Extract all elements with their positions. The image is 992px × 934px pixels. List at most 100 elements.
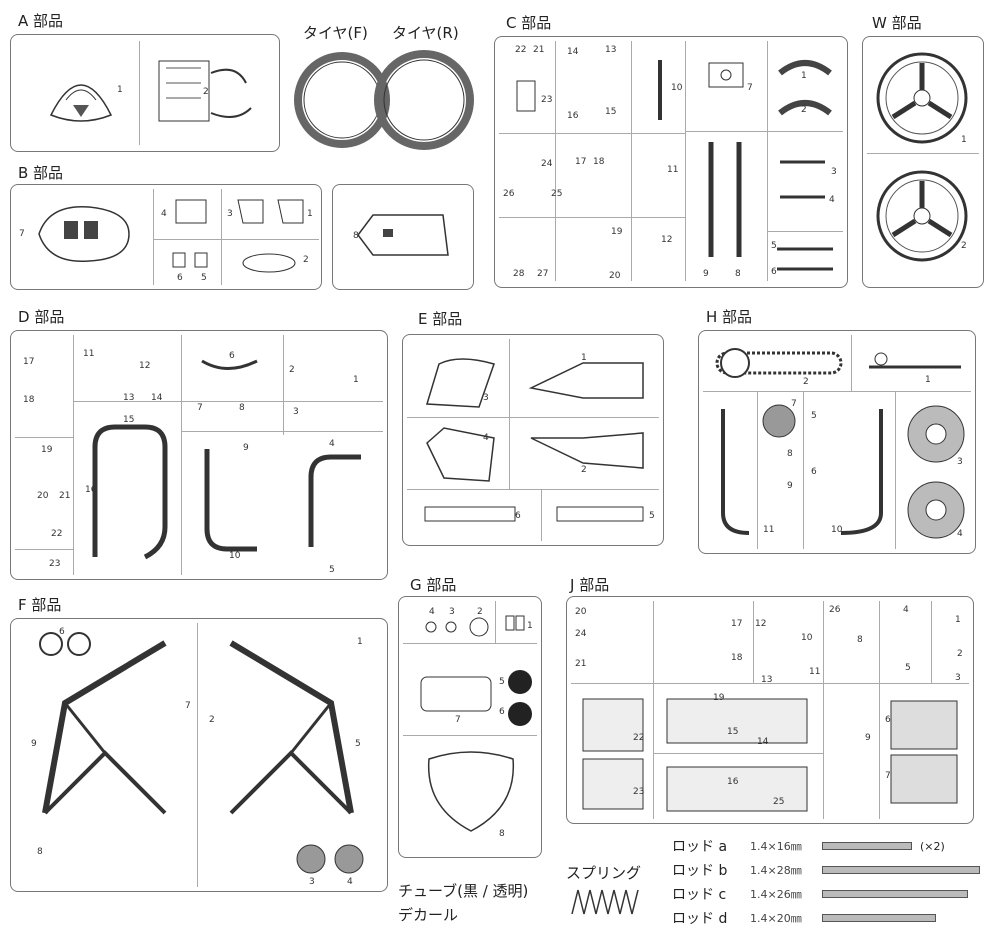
part-number: 4 xyxy=(829,195,835,205)
rod-bar xyxy=(822,914,936,922)
sprue-a: 1 2 xyxy=(10,34,280,152)
plate-part-icon xyxy=(556,506,644,522)
part-number: 5 xyxy=(811,411,817,421)
gauge-dial-icon xyxy=(508,670,532,726)
part-number: 9 xyxy=(865,733,871,743)
engine-block-icon xyxy=(666,698,808,744)
part-number: 16 xyxy=(85,485,97,495)
part-number: 2 xyxy=(801,105,807,115)
rod-note: (×2) xyxy=(920,839,945,853)
part-number: 20 xyxy=(37,491,49,501)
part-number: 3 xyxy=(449,607,455,617)
part-number: 17 xyxy=(575,157,587,167)
part-number: 15 xyxy=(727,727,739,737)
part-number: 4 xyxy=(347,877,353,887)
section-h-header: H 部品 xyxy=(706,308,753,326)
part-number: 10 xyxy=(671,83,683,93)
part-number: 24 xyxy=(575,629,587,639)
part-number: 14 xyxy=(151,393,163,403)
part-number: 5 xyxy=(329,565,335,575)
part-number: 1 xyxy=(955,615,961,625)
sprue-g: 4 3 2 1 5 7 6 8 xyxy=(398,596,542,858)
part-number: 10 xyxy=(229,551,241,561)
sprue-j: 20 17 12 10 26 8 4 1 24 18 11 2 21 13 5 … xyxy=(566,596,974,824)
part-number: 6 xyxy=(811,467,817,477)
tire-front-label: タイヤ(F) xyxy=(303,24,368,42)
window-part-icon xyxy=(505,615,525,631)
part-number: 2 xyxy=(961,241,967,251)
tank-part-icon xyxy=(38,205,130,263)
section-e-header: E 部品 xyxy=(418,310,463,328)
part-number: 21 xyxy=(575,659,587,669)
main-frame-icon xyxy=(229,640,354,815)
part-number: 4 xyxy=(329,439,335,449)
part-number: 16 xyxy=(567,111,579,121)
spring-icon xyxy=(571,889,639,915)
part-number: 1 xyxy=(307,209,313,219)
part-number: 1 xyxy=(801,71,807,81)
part-number: 5 xyxy=(649,511,655,521)
swingarm-icon xyxy=(530,432,644,469)
spring-label: スプリング xyxy=(566,864,642,882)
part-number: 3 xyxy=(293,407,299,417)
engine-block-icon xyxy=(582,698,644,810)
part-number: 8 xyxy=(735,269,741,279)
frame-rail-icon xyxy=(840,409,883,535)
rod-size: 1.4×20㎜ xyxy=(750,912,802,925)
part-number: 23 xyxy=(49,559,61,569)
part-number: 20 xyxy=(575,607,587,617)
part-number: 13 xyxy=(761,675,773,685)
rod-bar xyxy=(822,842,912,850)
part-number: 21 xyxy=(59,491,71,501)
exhaust-bend-icon xyxy=(204,449,257,552)
rod-size: 1.4×26㎜ xyxy=(750,888,802,901)
part-number: 24 xyxy=(541,159,553,169)
rod-a-row: ロッド a 1.4×16㎜ (×2) xyxy=(672,838,945,855)
part-number: 2 xyxy=(581,465,587,475)
rod-name: ロッド b xyxy=(672,863,728,879)
part-number: 15 xyxy=(605,107,617,117)
part-number: 1 xyxy=(527,621,533,631)
caliper-part-icon xyxy=(658,60,662,120)
part-number: 16 xyxy=(727,777,739,787)
exhaust-pipe-icon xyxy=(92,424,168,560)
part-number: 5 xyxy=(771,241,777,251)
part-number: 14 xyxy=(567,47,579,57)
part-number: 5 xyxy=(355,739,361,749)
part-number: 10 xyxy=(801,633,813,643)
part-number: 7 xyxy=(885,771,891,781)
bar-part-icon xyxy=(777,247,833,271)
section-d-header: D 部品 xyxy=(18,308,65,326)
part-number: 7 xyxy=(19,229,25,239)
part-number: 4 xyxy=(957,529,963,539)
windscreen-icon xyxy=(427,751,515,832)
part-number: 9 xyxy=(31,739,37,749)
part-number: 18 xyxy=(23,395,35,405)
part-number: 5 xyxy=(201,273,207,283)
part-number: 6 xyxy=(885,715,891,725)
side-cover-icon xyxy=(426,427,495,482)
section-b-header: B 部品 xyxy=(18,164,64,182)
frame-rail-icon xyxy=(721,409,750,535)
fork-tube-icon xyxy=(708,142,742,257)
rod-name: ロッド c xyxy=(672,887,727,903)
part-number: 8 xyxy=(499,829,505,839)
part-number: 12 xyxy=(755,619,767,629)
part-number: 4 xyxy=(161,209,167,219)
sprue-e: 1 3 4 2 6 5 xyxy=(402,334,664,546)
rod-bar xyxy=(822,890,968,898)
part-number: 11 xyxy=(763,525,775,535)
part-number: 7 xyxy=(747,83,753,93)
part-number: 12 xyxy=(661,235,673,245)
part-number: 3 xyxy=(309,877,315,887)
connector-part-icon xyxy=(516,80,536,112)
part-number: 13 xyxy=(123,393,135,403)
part-number: 8 xyxy=(353,231,359,241)
rod-part-icon xyxy=(201,359,258,370)
part-number: 10 xyxy=(831,525,843,535)
part-number: 3 xyxy=(957,457,963,467)
section-w-header: W 部品 xyxy=(872,14,922,32)
part-number: 13 xyxy=(605,45,617,55)
part-number: 2 xyxy=(957,649,963,659)
part-number: 8 xyxy=(857,635,863,645)
